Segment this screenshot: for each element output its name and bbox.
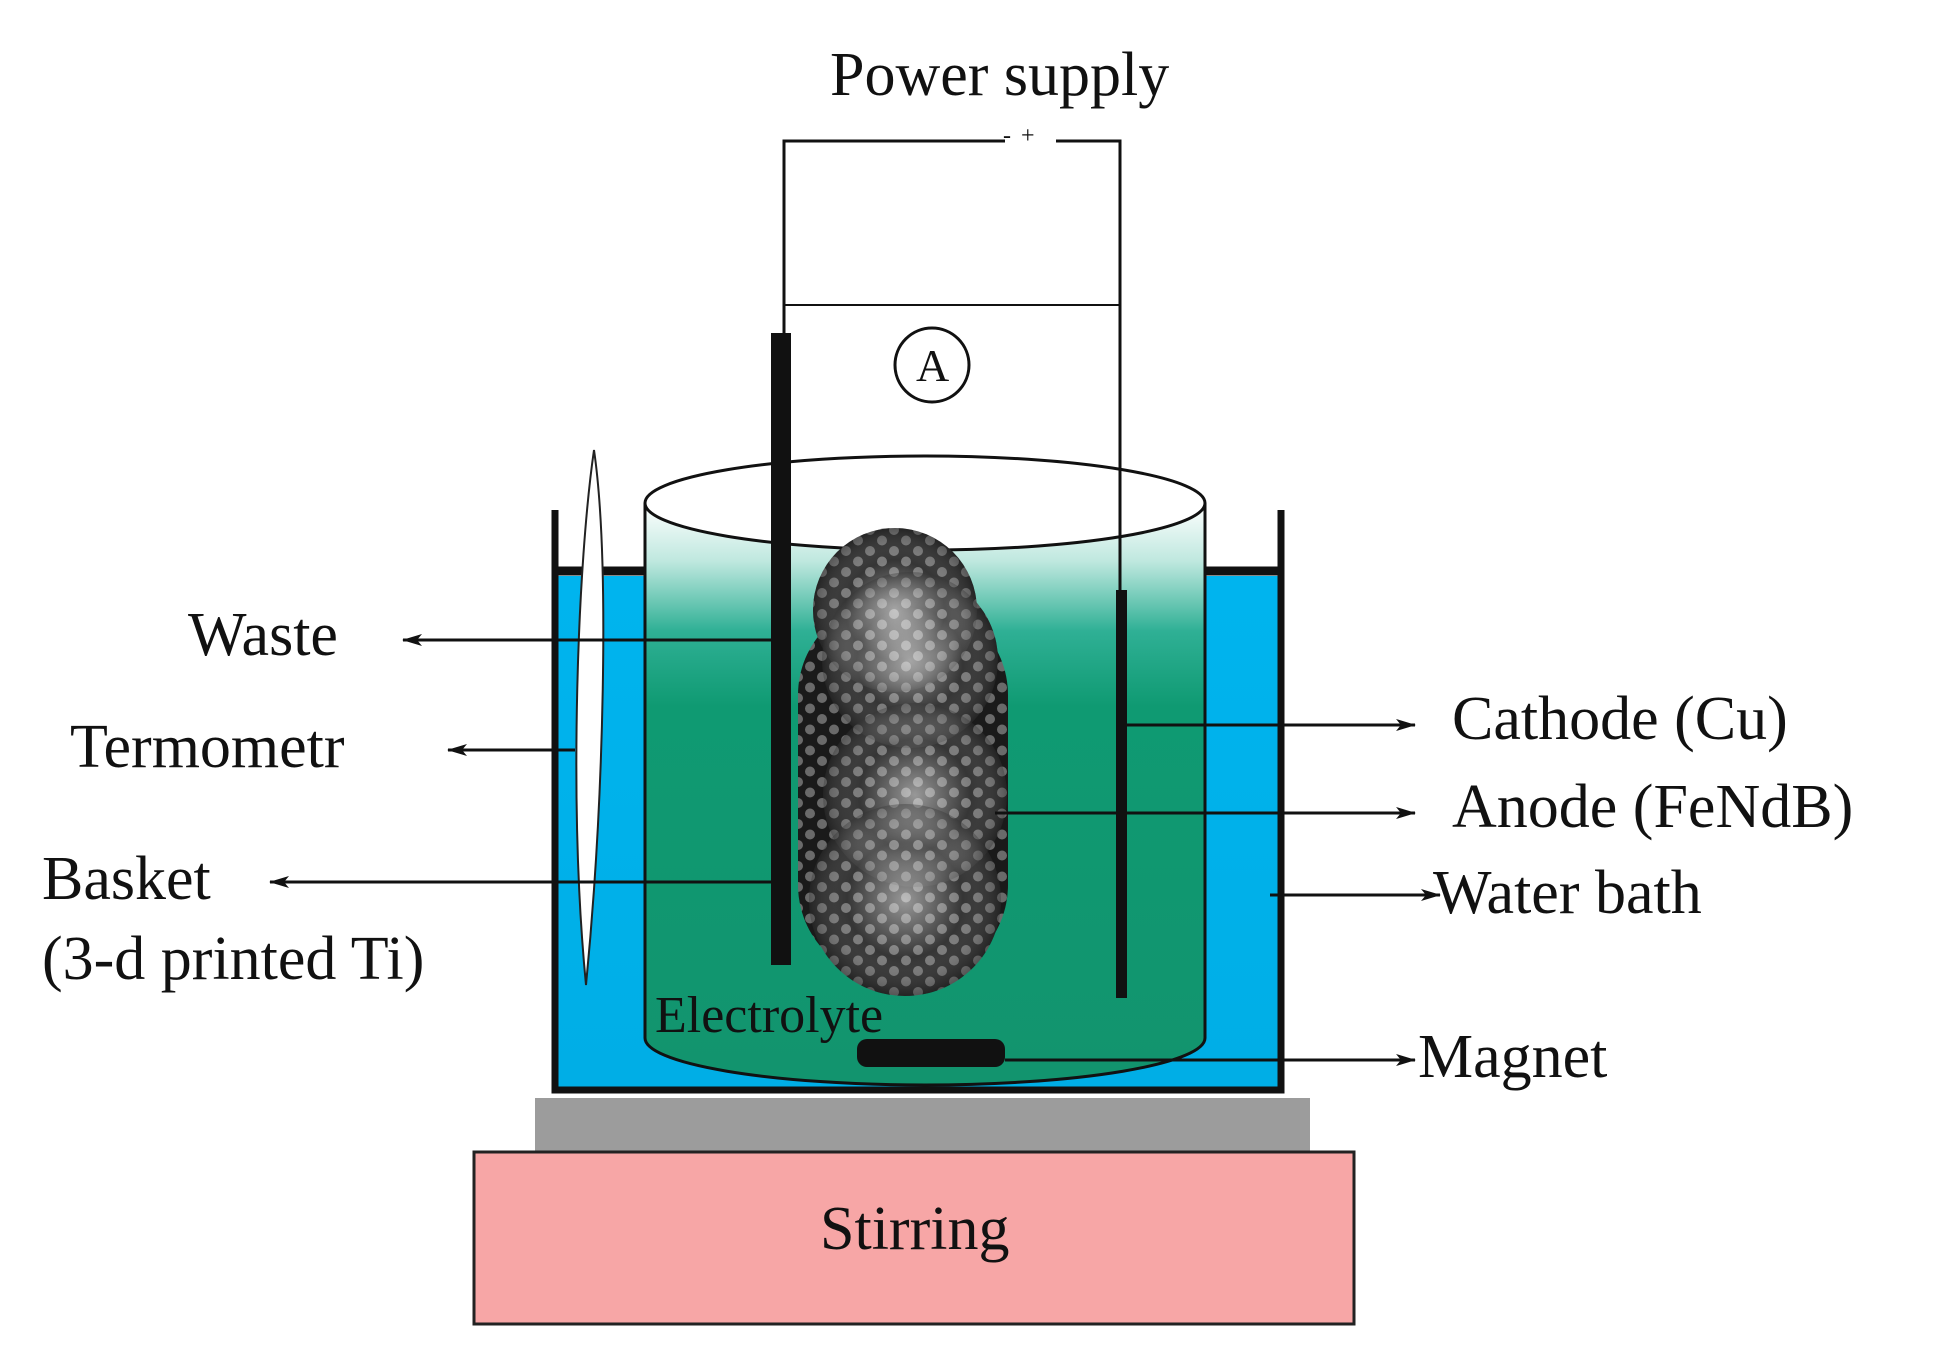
basket-label: Basket bbox=[42, 845, 211, 913]
water-bath-walls bbox=[551, 510, 1285, 1094]
stirring-label: Stirring bbox=[820, 1195, 1010, 1263]
power-supply-label: Power supply bbox=[830, 41, 1170, 109]
polarity-label: - + bbox=[1003, 123, 1037, 149]
cathode-rod bbox=[1116, 590, 1127, 998]
anode-rod bbox=[771, 333, 791, 965]
stirrer-body bbox=[472, 1150, 1356, 1326]
circuit-wire bbox=[782, 139, 1122, 590]
thermometer-label: Termometr bbox=[70, 713, 345, 781]
stirrer-top-plate bbox=[535, 1098, 1310, 1154]
electrolyte-label: Electrolyte bbox=[655, 987, 884, 1044]
thermometer bbox=[575, 449, 605, 986]
ammeter-icon bbox=[893, 326, 971, 404]
basket-material-label: (3-d printed Ti) bbox=[42, 925, 425, 993]
basket bbox=[798, 528, 1008, 996]
ammeter-label: A bbox=[916, 340, 950, 391]
water-bath-label: Water bath bbox=[1433, 859, 1702, 927]
anode-label: Anode (FeNdB) bbox=[1452, 773, 1854, 841]
stir-bar-magnet bbox=[857, 1039, 1005, 1067]
magnet-label: Magnet bbox=[1418, 1023, 1608, 1091]
waste-label: Waste bbox=[188, 601, 338, 669]
cathode-label: Cathode (Cu) bbox=[1452, 685, 1788, 753]
